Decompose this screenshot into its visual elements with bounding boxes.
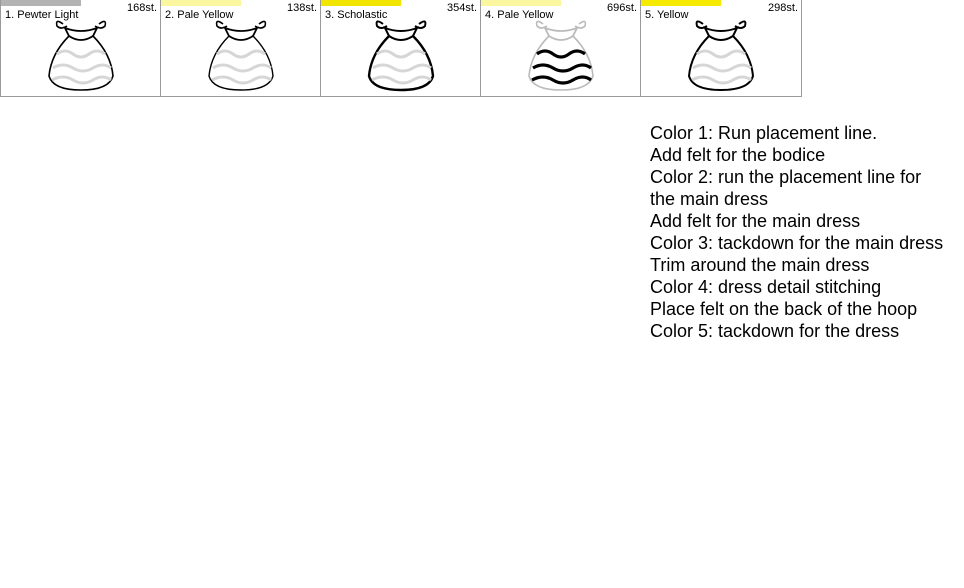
dress-stage-2-icon [208, 20, 274, 91]
instruction-line: Place felt on the back of the hoop [650, 299, 918, 319]
color-step-label: 3. Scholastic [325, 9, 388, 21]
color-step-3: 3. Scholastic 354st. [321, 0, 481, 96]
instruction-line: Add felt for the main dress [650, 211, 861, 231]
color-swatch [321, 0, 401, 6]
instruction-line: Color 1: Run placement line. [650, 123, 878, 143]
color-step-label: 5. Yellow [645, 9, 689, 21]
instruction-line: Color 2: run the placement line for the … [650, 167, 922, 209]
stitch-count: 354st. [447, 2, 477, 14]
instruction-line: Add felt for the bodice [650, 145, 826, 165]
dress-stage-5-icon [687, 20, 755, 92]
color-step-label: 2. Pale Yellow [165, 9, 234, 21]
color-swatch [481, 0, 561, 6]
color-swatch [1, 0, 81, 6]
color-swatch [641, 0, 721, 6]
color-step-label: 4. Pale Yellow [485, 9, 554, 21]
color-step-1: 1. Pewter Light 168st. [1, 0, 161, 96]
color-step-4: 4. Pale Yellow 696st. [481, 0, 641, 96]
color-sequence-strip: 1. Pewter Light 168st. 2. Pale Yellow 13… [0, 0, 802, 97]
instruction-line: Color 5: tackdown for the dress [650, 321, 900, 341]
stitch-count: 168st. [127, 2, 157, 14]
instruction-line: Trim around the main dress [650, 255, 870, 275]
dress-stage-3-icon [367, 20, 435, 92]
color-step-5: 5. Yellow 298st. [641, 0, 801, 96]
stitch-count: 696st. [607, 2, 637, 14]
dress-stage-1-icon [48, 20, 114, 91]
instruction-line: Color 3: tackdown for the main dress [650, 233, 944, 253]
color-step-2: 2. Pale Yellow 138st. [161, 0, 321, 96]
dress-stage-4-icon [528, 20, 594, 91]
stitch-count: 138st. [287, 2, 317, 14]
color-step-label: 1. Pewter Light [5, 9, 79, 21]
instruction-line: Color 4: dress detail stitching [650, 277, 882, 297]
color-swatch [161, 0, 241, 6]
stitch-count: 298st. [768, 2, 798, 14]
instructions-list: Color 1: Run placement line. Add felt fo… [650, 122, 950, 342]
